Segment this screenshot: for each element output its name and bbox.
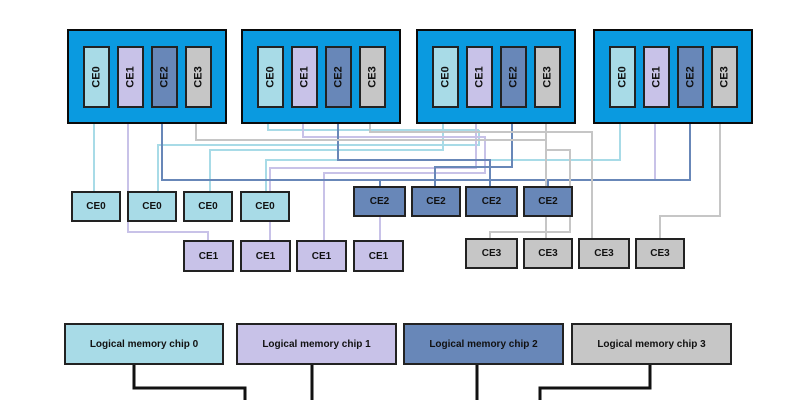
- ce3-group-box: CE3: [578, 238, 630, 269]
- ce2-group-box: CE2: [353, 186, 406, 217]
- chip-1-ce0: CE0: [257, 46, 284, 108]
- ce2-group-box: CE2: [411, 186, 461, 217]
- chip-0-ce1: CE1: [117, 46, 144, 108]
- chip-1-ce1: CE1: [291, 46, 318, 108]
- ce0-group-box: CE0: [71, 191, 121, 222]
- chip-3-ce1: CE1: [643, 46, 670, 108]
- ce1-group-box: CE1: [240, 240, 291, 272]
- chip-3: CE0 CE1 CE2 CE3: [593, 29, 753, 124]
- chip-3-ce0: CE0: [609, 46, 636, 108]
- ce0-group-box: CE0: [183, 191, 233, 222]
- chip-2-ce0: CE0: [432, 46, 459, 108]
- chip-3-ce2: CE2: [677, 46, 704, 108]
- ce3-group-box: CE3: [523, 238, 573, 269]
- logical-memory-chip-0: Logical memory chip 0: [64, 323, 224, 365]
- ce2-group-box: CE2: [465, 186, 518, 217]
- logical-memory-chip-1: Logical memory chip 1: [236, 323, 397, 365]
- chip-0-ce3: CE3: [185, 46, 212, 108]
- chip-1-ce2: CE2: [325, 46, 352, 108]
- chip-0: CE0 CE1 CE2 CE3: [67, 29, 227, 124]
- ce0-group-box: CE0: [127, 191, 177, 222]
- chip-0-ce0: CE0: [83, 46, 110, 108]
- logical-memory-chip-3: Logical memory chip 3: [571, 323, 732, 365]
- chip-0-ce2: CE2: [151, 46, 178, 108]
- ce0-group-box: CE0: [240, 191, 290, 222]
- ce2-group-box: CE2: [523, 186, 573, 217]
- chip-1: CE0 CE1 CE2 CE3: [241, 29, 401, 124]
- logical-memory-chip-2: Logical memory chip 2: [403, 323, 564, 365]
- ce3-group-box: CE3: [465, 238, 518, 269]
- chip-1-ce3: CE3: [359, 46, 386, 108]
- chip-3-ce3: CE3: [711, 46, 738, 108]
- chip-2-ce2: CE2: [500, 46, 527, 108]
- ce1-group-box: CE1: [296, 240, 347, 272]
- chip-2-ce1: CE1: [466, 46, 493, 108]
- chip-2: CE0 CE1 CE2 CE3: [416, 29, 576, 124]
- ce1-group-box: CE1: [353, 240, 404, 272]
- ce1-group-box: CE1: [183, 240, 234, 272]
- memory-wires: [132, 365, 652, 400]
- ce3-group-box: CE3: [635, 238, 685, 269]
- chip-2-ce3: CE3: [534, 46, 561, 108]
